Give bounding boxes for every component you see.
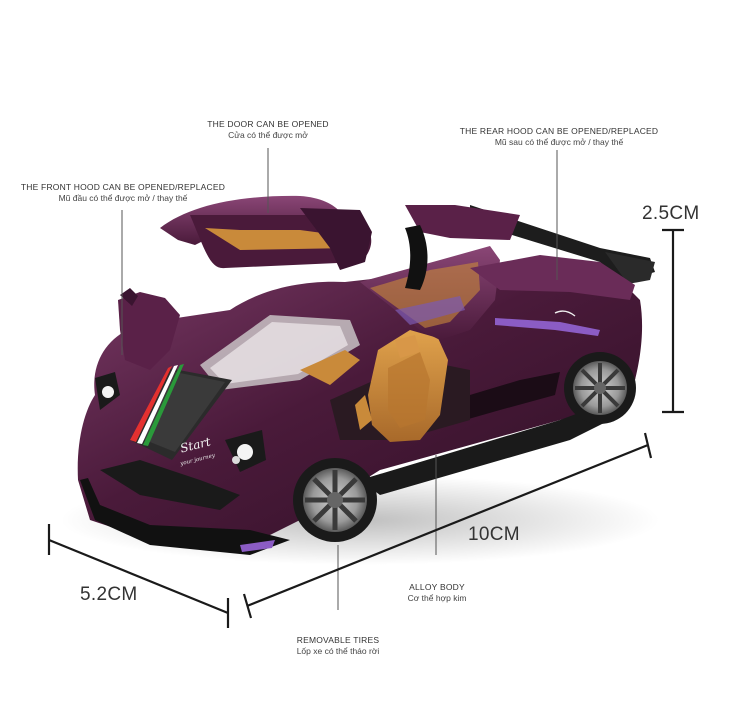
hood-stripe — [130, 364, 232, 460]
rear-wheel — [564, 352, 636, 424]
front-wheel — [293, 458, 377, 542]
callout-door-en: THE DOOR CAN BE OPENED — [207, 119, 329, 129]
callout-tires-vi: Lốp xe có thể tháo rời — [296, 646, 380, 656]
left-door-open — [160, 195, 372, 270]
callout-tires-en: REMOVABLE TIRES — [296, 635, 380, 645]
headlights — [95, 372, 266, 472]
callout-rear-hood-vi: Mũ sau có thể được mở / thay thế — [494, 137, 624, 147]
callout-door: THE DOOR CAN BE OPENED Cửa có thể được m… — [198, 119, 338, 141]
callout-rear-hood: THE REAR HOOD CAN BE OPENED/REPLACED Mũ … — [452, 126, 666, 148]
callout-body-en: ALLOY BODY — [409, 582, 465, 592]
dimension-lines — [47, 228, 684, 628]
dimension-width-label: 5.2CM — [80, 584, 138, 605]
front-hood-flap — [118, 292, 180, 370]
callout-body-vi: Cơ thể hợp kim — [407, 593, 467, 603]
right-door-open — [360, 205, 520, 340]
callout-front-hood-vi: Mũ đầu có thể được mở / thay thế — [58, 193, 188, 203]
rear-hood — [470, 255, 635, 300]
callout-tires: REMOVABLE TIRES Lốp xe có thể tháo rời — [278, 635, 398, 657]
callout-rear-hood-en: THE REAR HOOD CAN BE OPENED/REPLACED — [459, 126, 659, 136]
callout-body: ALLOY BODY Cơ thể hợp kim — [387, 582, 487, 604]
dimension-length-label: 10CM — [468, 524, 520, 545]
callout-front-hood-en: THE FRONT HOOD CAN BE OPENED/REPLACED — [20, 182, 226, 192]
cockpit — [200, 315, 470, 442]
callout-lines — [121, 148, 558, 610]
dimension-height-label: 2.5CM — [642, 203, 700, 224]
callout-front-hood: THE FRONT HOOD CAN BE OPENED/REPLACED Mũ… — [10, 182, 236, 204]
callout-door-vi: Cửa có thể được mở — [228, 130, 308, 140]
